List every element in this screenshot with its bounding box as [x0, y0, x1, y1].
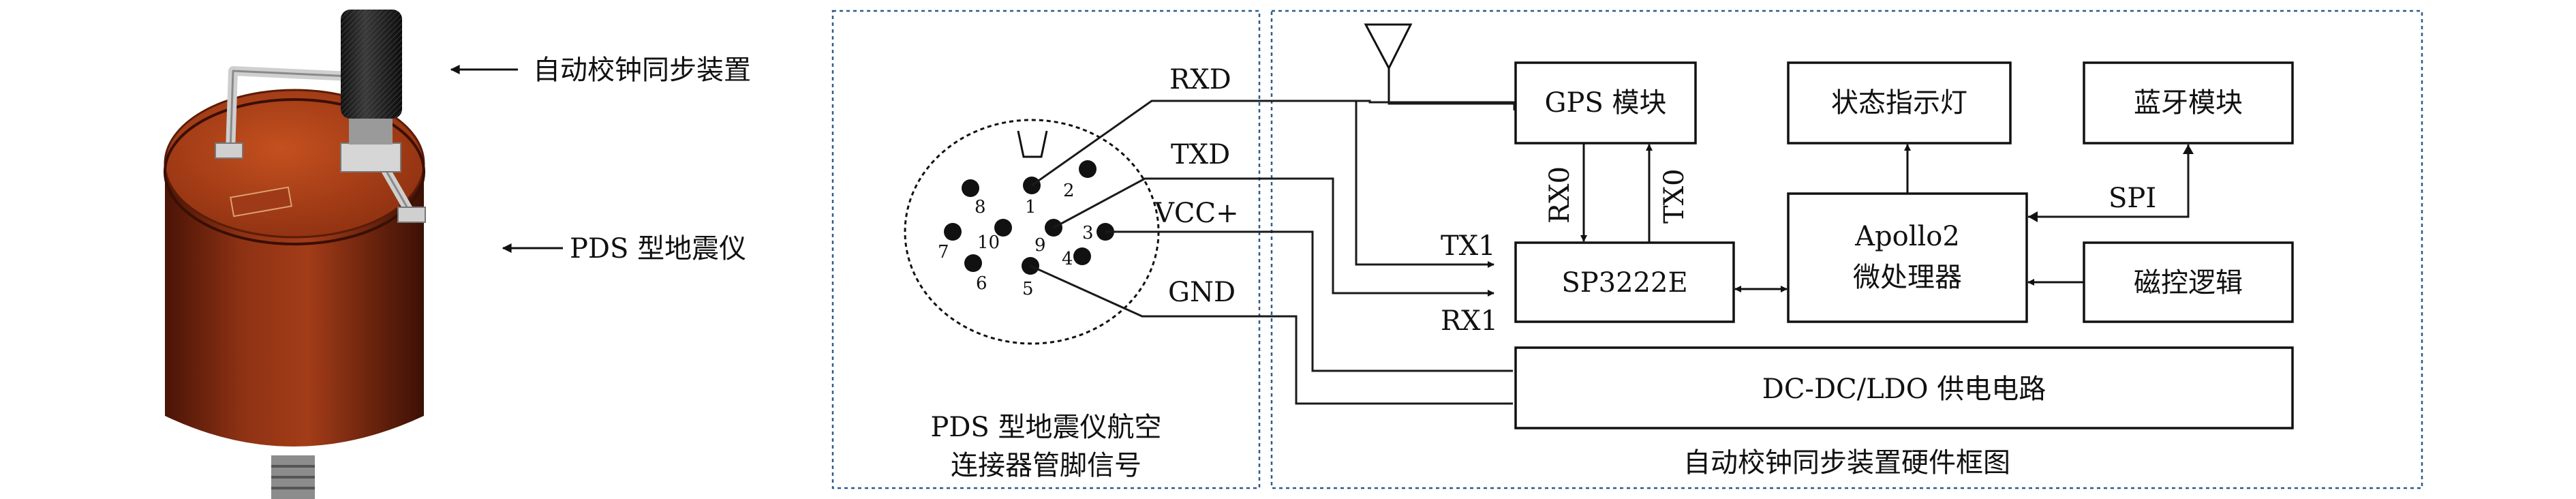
spi-label: SPI	[2109, 183, 2156, 214]
magnetic-logic-block	[2083, 241, 2294, 323]
wire-gnd	[1030, 264, 1513, 405]
pin-number-7: 7	[938, 242, 949, 262]
handle-bracket-left	[215, 142, 243, 159]
wire-vcc	[1105, 230, 1513, 372]
device-label: 自动校钟同步装置	[533, 55, 751, 86]
tx1-label: TX1	[1441, 230, 1496, 262]
seismometer-photo	[164, 10, 426, 499]
sync-device-knurl	[341, 10, 402, 119]
power-supply-block	[1514, 346, 2294, 429]
internal-connections	[1580, 143, 2194, 292]
hardware-caption: 自动校钟同步装置硬件框图	[1683, 447, 2010, 479]
pin-numbers: 1 2 3 4 5 6 7 8 9 10	[938, 181, 1094, 299]
pin-4	[1073, 247, 1091, 265]
tx0-label: TX0	[1659, 168, 1690, 224]
wire-rxd-to-sp	[1152, 100, 1494, 268]
spi-arrow-up	[2183, 145, 2194, 154]
txd-label: TXD	[1171, 139, 1230, 170]
bluetooth-label: 蓝牙模块	[2134, 87, 2243, 119]
rx1-label: RX1	[1441, 305, 1498, 337]
sync-device-base	[340, 142, 401, 172]
sp3222e-label: SP3222E	[1561, 267, 1687, 299]
mcu-block	[1787, 192, 2028, 323]
magnetic-logic-label: 磁控逻辑	[2134, 267, 2243, 299]
sp3222e-block	[1514, 241, 1735, 323]
lid-rim	[164, 98, 425, 245]
gnd-label: GND	[1168, 277, 1236, 308]
pin-number-4: 4	[1062, 249, 1073, 269]
pin-number-3: 3	[1082, 223, 1094, 243]
pin-7	[944, 223, 962, 241]
pin-number-10: 10	[977, 232, 1000, 253]
pin-number-5: 5	[1022, 279, 1034, 299]
bluetooth-block	[2083, 61, 2294, 145]
rx0-label: RX0	[1544, 166, 1576, 224]
gps-module-label: GPS 模块	[1545, 87, 1667, 119]
gps-module-block	[1514, 61, 1697, 145]
pin-8	[962, 179, 979, 197]
pin-number-2: 2	[1063, 181, 1075, 201]
pin-number-8: 8	[975, 197, 986, 217]
pin-6	[964, 254, 982, 272]
spi-wire	[2028, 145, 2190, 218]
pin-10	[994, 219, 1012, 237]
pin-number-6: 6	[976, 273, 987, 294]
vcc-label: VCC+	[1154, 198, 1239, 229]
lid-nameplate	[230, 186, 292, 217]
connector-key-notch	[1017, 130, 1048, 158]
handle-bracket-right	[397, 207, 426, 223]
mcu-label-line1: Apollo2	[1854, 221, 1960, 252]
pin-number-9: 9	[1034, 235, 1046, 256]
power-supply-label: DC-DC/LDO 供电电路	[1762, 374, 2046, 405]
antenna-icon	[1364, 23, 1516, 105]
connector-frame	[831, 10, 1261, 489]
wire-rxd	[1031, 100, 1516, 187]
status-led-label: 状态指示灯	[1831, 87, 1967, 119]
mcu-label-line2: 微处理器	[1853, 262, 1962, 293]
connector-pins	[944, 160, 1114, 275]
seismometer-label: PDS 型地震仪	[570, 233, 746, 264]
wire-txd	[1053, 177, 1494, 297]
bottom-screw-thread	[271, 465, 315, 489]
hardware-frame	[1270, 10, 2423, 489]
pin-number-1: 1	[1025, 197, 1037, 217]
status-led-block	[1787, 61, 2012, 145]
connector-caption-line1: PDS 型地震仪航空	[930, 412, 1161, 443]
pin-2	[1079, 160, 1097, 178]
spi-arrow-left	[2028, 211, 2038, 222]
sync-device-neck	[349, 115, 393, 145]
connector-caption-line2: 连接器管脚信号	[951, 450, 1141, 481]
rxd-label: RXD	[1169, 64, 1231, 95]
